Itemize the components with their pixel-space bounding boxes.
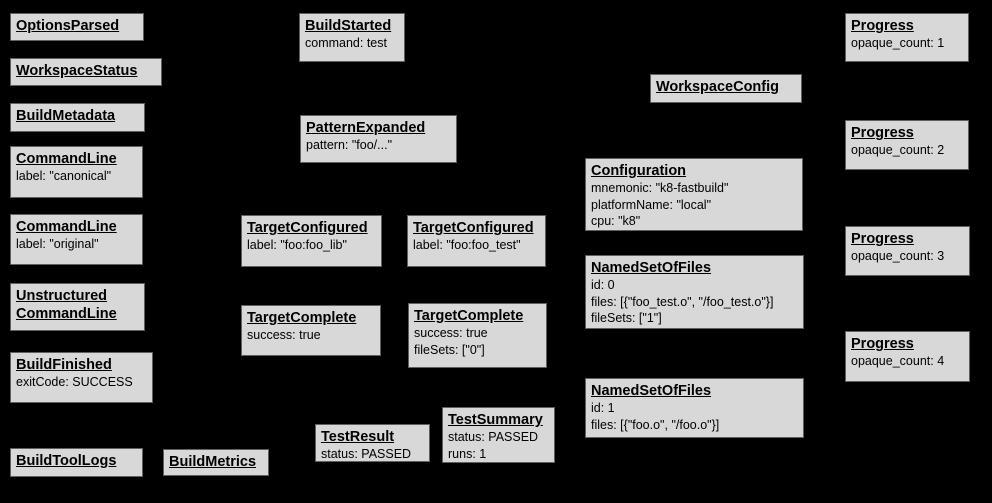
event-title: BuildStarted [305,18,392,34]
event-detail: status: PASSED [321,447,412,461]
event-box-build-finished: BuildFinished exitCode: SUCCESS [10,352,153,403]
event-box-build-metadata: BuildMetadata [10,103,145,132]
event-title: BuildMetadata [16,108,116,124]
event-detail: success: true [414,326,488,340]
event-box-workspace-status: WorkspaceStatus [10,58,162,86]
event-detail: label: "foo:foo_lib" [247,238,347,252]
event-box-workspace-config: WorkspaceConfig [650,74,802,103]
event-box-progress-1: Progress opaque_count: 1 [845,13,969,62]
event-detail: fileSets: ["1"] [591,311,662,325]
event-box-target-complete-lib: TargetComplete success: true [241,305,381,356]
event-box-command-line-canonical: CommandLine label: "canonical" [10,146,143,198]
event-box-configuration: Configuration mnemonic: "k8-fastbuild" p… [585,158,803,231]
event-box-pattern-expanded: PatternExpanded pattern: "foo/..." [300,115,457,163]
event-title: BuildToolLogs [16,453,117,469]
event-detail: files: [{"foo_test.o", "/foo_test.o"}] [591,294,774,309]
event-title: Unstructured CommandLine [16,288,117,322]
event-title: CommandLine [16,151,117,167]
event-detail: status: PASSED [448,430,539,444]
event-title: Progress [851,336,914,352]
event-title: Progress [851,125,914,141]
event-detail: label: "canonical" [16,169,112,183]
event-detail: pattern: "foo/..." [306,138,393,152]
event-detail: fileSets: ["0"] [414,342,485,357]
event-title: OptionsParsed [16,18,120,34]
event-box-build-started: BuildStarted command: test [299,13,405,62]
event-detail: id: 1 [591,401,615,415]
event-detail: success: true [247,328,321,342]
event-box-progress-3: Progress opaque_count: 3 [845,226,970,276]
event-title: Progress [851,231,914,247]
event-detail: command: test [305,36,387,50]
event-title: WorkspaceStatus [16,63,138,79]
event-box-test-summary: TestSummary status: PASSED runs: 1 [442,407,555,463]
event-box-target-configured-test: TargetConfigured label: "foo:foo_test" [407,215,546,267]
event-detail: opaque_count: 4 [851,354,945,368]
event-box-build-metrics: BuildMetrics [163,449,269,476]
event-detail: platformName: "local" [591,197,712,212]
event-title: TargetComplete [414,308,524,324]
event-detail: opaque_count: 2 [851,143,945,157]
event-title: TargetConfigured [247,220,368,236]
event-title: BuildMetrics [169,454,257,470]
event-title: BuildFinished [16,357,112,373]
event-detail: exitCode: SUCCESS [16,375,133,389]
event-detail: files: [{"foo.o", "/foo.o"}] [591,417,720,432]
event-title: NamedSetOfFiles [591,383,712,399]
event-title: TestResult [321,429,395,445]
event-box-unstructured-command-line: Unstructured CommandLine [10,283,145,331]
event-detail: mnemonic: "k8-fastbuild" [591,181,729,195]
event-box-options-parsed: OptionsParsed [10,13,144,41]
event-detail: opaque_count: 1 [851,36,945,50]
event-detail: label: "foo:foo_test" [413,238,521,252]
event-title: WorkspaceConfig [656,79,780,95]
event-box-target-complete-test: TargetComplete success: true fileSets: [… [408,303,547,368]
event-box-progress-2: Progress opaque_count: 2 [845,120,969,170]
event-detail: runs: 1 [448,446,487,461]
event-box-command-line-original: CommandLine label: "original" [10,214,143,265]
event-title: TargetComplete [247,310,357,326]
event-title: NamedSetOfFiles [591,260,712,276]
event-title: PatternExpanded [306,120,426,136]
event-title: TestSummary [448,412,543,428]
event-title: CommandLine [16,219,117,235]
event-box-target-configured-lib: TargetConfigured label: "foo:foo_lib" [241,215,382,267]
event-title: Progress [851,18,914,34]
event-detail: label: "original" [16,237,99,251]
event-box-progress-4: Progress opaque_count: 4 [845,331,970,382]
event-title: TargetConfigured [413,220,534,236]
event-box-named-set-of-files-0: NamedSetOfFiles id: 0 files: [{"foo_test… [585,255,804,329]
event-box-build-tool-logs: BuildToolLogs [10,448,143,477]
event-detail: id: 0 [591,278,615,292]
event-detail: cpu: "k8" [591,214,641,228]
event-box-named-set-of-files-1: NamedSetOfFiles id: 1 files: [{"foo.o", … [585,378,804,438]
event-detail: opaque_count: 3 [851,249,945,263]
event-title: Configuration [591,163,687,179]
event-box-test-result: TestResult status: PASSED [315,424,430,462]
